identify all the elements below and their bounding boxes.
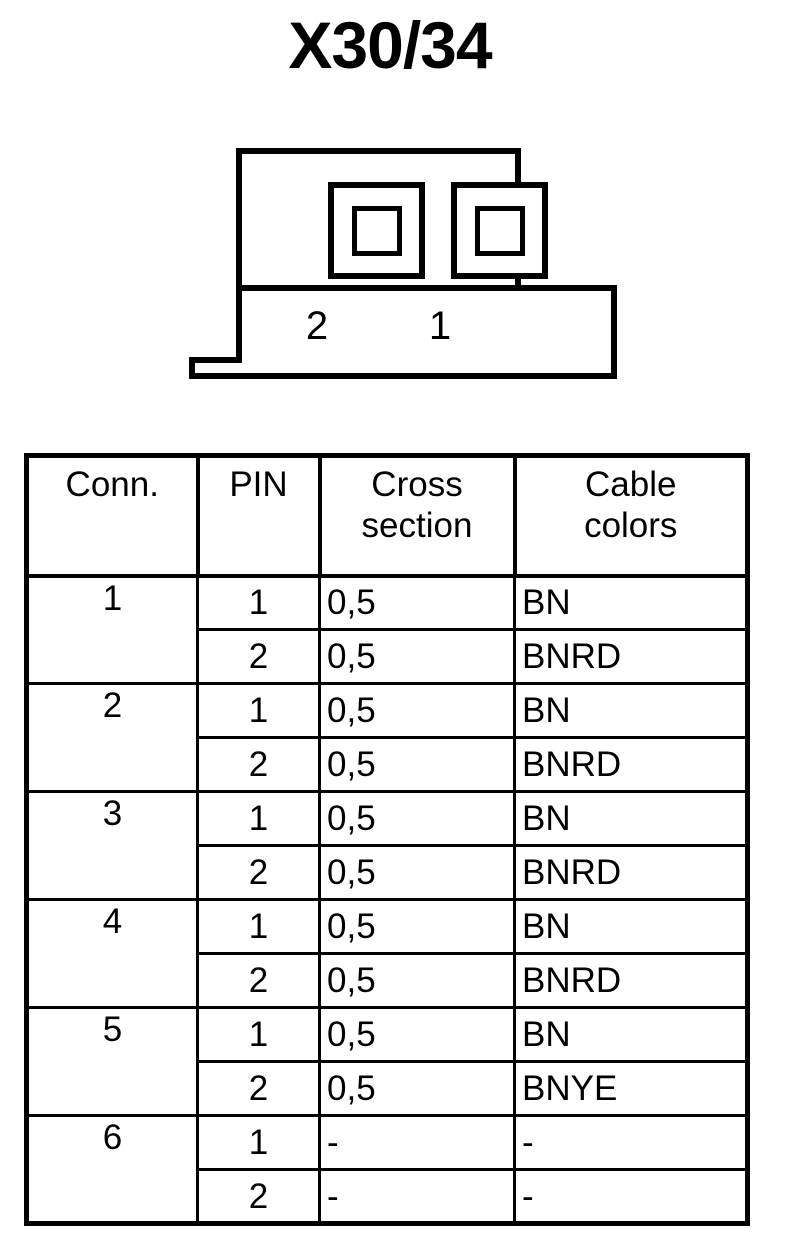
table-row: 2--	[27, 1168, 749, 1225]
cell-connector-number: 1	[25, 574, 199, 685]
cell-pin-number: 1	[196, 682, 321, 739]
column-header-pin: PIN	[195, 453, 322, 578]
cell-cable-color: BNRD	[513, 952, 749, 1009]
cell-connector-number: 6	[25, 1114, 199, 1225]
column-header-cross-section-line1: Cross	[371, 465, 463, 504]
cell-cross-section: 0,5	[318, 952, 516, 1009]
connector-diagram: 2 1	[185, 144, 617, 384]
page-title: X30/34	[288, 8, 492, 82]
cell-pin-number: 2	[196, 628, 321, 685]
cell-cross-section: 0,5	[318, 1006, 516, 1063]
cell-cable-color: BN	[513, 898, 749, 955]
pin-socket-2	[328, 182, 425, 279]
cell-pin-number: 1	[196, 898, 321, 955]
table-header-row: Conn. PIN Cross section Cable colors	[24, 453, 750, 578]
column-header-cross-section-line2: section	[361, 506, 473, 545]
connector-pin-label-2: 2	[305, 304, 329, 348]
cell-cable-color: -	[513, 1114, 749, 1171]
connector-upper-housing	[236, 148, 548, 285]
column-header-cable-colors-line1: Cable	[585, 465, 677, 504]
cell-cross-section: 0,5	[318, 628, 516, 685]
column-header-conn: Conn.	[24, 453, 200, 578]
cell-connector-number: 3	[25, 790, 199, 901]
pin-socket-1	[451, 182, 548, 279]
cell-cross-section: 0,5	[318, 844, 516, 901]
cell-pin-number: 2	[196, 952, 321, 1009]
cell-cable-color: BNRD	[513, 628, 749, 685]
cell-cable-color: BN	[513, 790, 749, 847]
cell-cable-color: BNRD	[513, 844, 749, 901]
cell-connector-number: 4	[25, 898, 199, 1009]
pin-socket-2-inner	[351, 205, 402, 256]
cell-cross-section: 0,5	[318, 574, 516, 631]
cell-cross-section: -	[318, 1114, 516, 1171]
cell-cross-section: 0,5	[318, 736, 516, 793]
column-header-cable-colors: Cable colors	[512, 453, 750, 578]
cell-cross-section: 0,5	[318, 1060, 516, 1117]
cell-pin-number: 2	[196, 1060, 321, 1117]
cell-pin-number: 2	[196, 844, 321, 901]
column-header-cable-colors-line2: colors	[584, 506, 678, 545]
cell-pin-number: 1	[196, 790, 321, 847]
pin-socket-1-inner	[474, 205, 525, 256]
cell-cable-color: BN	[513, 682, 749, 739]
cell-connector-number: 5	[25, 1006, 199, 1117]
cell-cable-color: BN	[513, 1006, 749, 1063]
connector-lower-housing	[236, 285, 617, 379]
cell-cross-section: 0,5	[318, 682, 516, 739]
cell-cross-section: 0,5	[318, 898, 516, 955]
cell-cable-color: BNRD	[513, 736, 749, 793]
cell-cable-color: BN	[513, 574, 749, 631]
cell-pin-number: 1	[196, 1006, 321, 1063]
cell-cable-color: -	[513, 1168, 749, 1225]
connector-pin-label-1: 1	[428, 304, 452, 348]
cell-cross-section: -	[318, 1168, 516, 1225]
cell-cable-color: BNYE	[513, 1060, 749, 1117]
connector-latch-tab	[189, 357, 242, 379]
cell-pin-number: 1	[196, 574, 321, 631]
column-header-cross-section: Cross section	[317, 453, 517, 578]
cell-pin-number: 1	[196, 1114, 321, 1171]
cell-pin-number: 2	[196, 1168, 321, 1225]
cell-connector-number: 2	[25, 682, 199, 793]
cell-cross-section: 0,5	[318, 790, 516, 847]
cell-pin-number: 2	[196, 736, 321, 793]
